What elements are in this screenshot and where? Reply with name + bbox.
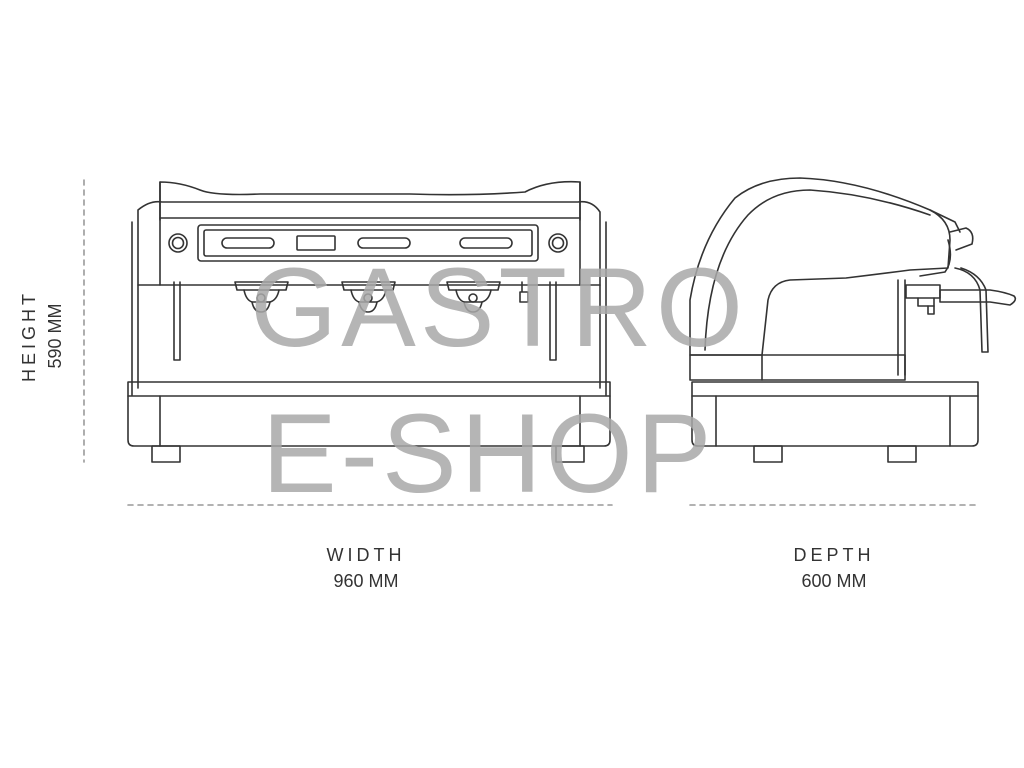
button-slot-2	[357, 237, 411, 249]
right-knob	[548, 233, 568, 253]
control-panel	[197, 224, 539, 262]
depth-caption: DEPTH	[793, 545, 875, 565]
side-foot-right	[887, 445, 917, 463]
depth-dimension-label: DEPTH 600 MM	[734, 542, 934, 594]
height-caption: HEIGHT	[19, 290, 39, 383]
front-view	[127, 180, 611, 463]
side-steam-wand	[954, 267, 989, 353]
side-knob	[949, 227, 974, 251]
left-steam-wand	[173, 281, 181, 361]
group-head-3	[446, 281, 501, 313]
button-slot-3	[459, 237, 513, 249]
height-dimension-label: HEIGHT 590 MM	[16, 266, 68, 406]
front-base	[127, 381, 611, 447]
front-foot-right	[555, 445, 585, 463]
width-dimension-label: WIDTH 960 MM	[266, 542, 466, 594]
height-value: 590 MM	[45, 303, 65, 369]
group-head-1	[234, 281, 289, 313]
portafilter-handle	[939, 289, 1017, 306]
depth-value: 600 MM	[801, 571, 867, 591]
side-housing	[689, 177, 951, 356]
left-knob	[168, 233, 188, 253]
side-group-head	[905, 284, 941, 299]
display-window	[296, 235, 336, 251]
side-base	[691, 381, 979, 447]
group-head-2	[341, 281, 396, 313]
width-value: 960 MM	[333, 571, 399, 591]
top-tray	[159, 180, 581, 219]
side-foot-left	[753, 445, 783, 463]
button-slot-1	[221, 237, 275, 249]
right-steam-wand	[549, 281, 557, 361]
hot-water-tap	[519, 281, 529, 303]
side-body	[689, 354, 906, 381]
front-foot-left	[151, 445, 181, 463]
front-body-upper	[137, 200, 601, 286]
side-view	[689, 177, 1017, 463]
width-caption: WIDTH	[326, 545, 406, 565]
